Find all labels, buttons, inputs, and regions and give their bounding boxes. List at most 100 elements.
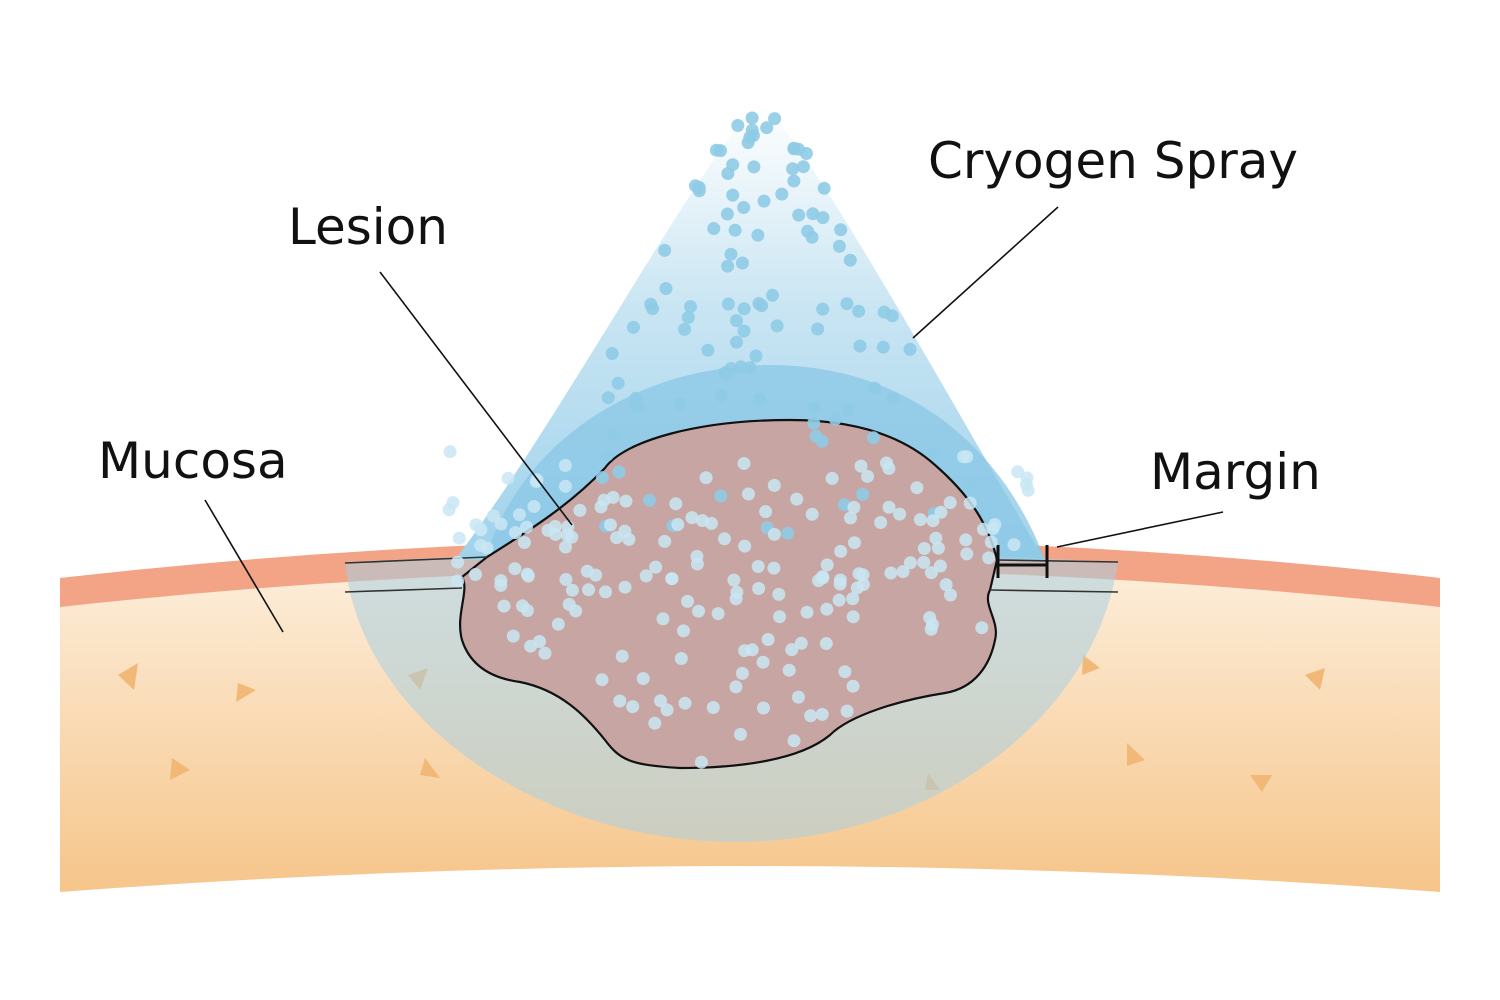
droplet (883, 501, 896, 514)
droplet (678, 323, 691, 336)
droplet (750, 350, 763, 363)
droplet (818, 182, 831, 195)
droplet (539, 647, 552, 660)
droplet (643, 494, 656, 507)
droplet (721, 167, 734, 180)
droplet (771, 319, 784, 332)
droplet (775, 188, 788, 201)
droplet (730, 336, 743, 349)
droplet (734, 728, 747, 741)
droplet (855, 460, 868, 473)
droplet (758, 195, 771, 208)
droplet (746, 112, 759, 125)
droplet (619, 495, 632, 508)
droplet (632, 400, 645, 413)
droplet (679, 697, 692, 710)
droplet (882, 462, 895, 475)
droplet (1008, 538, 1021, 551)
droplet (649, 561, 662, 574)
droplet (658, 244, 671, 257)
droplet (787, 175, 800, 188)
droplet (521, 568, 534, 581)
droplet (533, 635, 546, 648)
droplet (820, 603, 833, 616)
droplet (786, 162, 799, 175)
droplet (975, 621, 988, 634)
droplet (929, 532, 942, 545)
droplet (965, 478, 978, 491)
droplet (470, 518, 483, 531)
droplet (808, 401, 821, 414)
droplet (854, 340, 867, 353)
droplet (847, 610, 860, 623)
droplet (914, 513, 927, 526)
droplet (766, 289, 779, 302)
droplet (595, 500, 608, 513)
droplet (722, 298, 735, 311)
droplet (689, 179, 702, 192)
droplet (714, 144, 727, 157)
cryogen-spray-label: Cryogen Spray (928, 136, 1298, 186)
droplet (669, 497, 682, 510)
droplet (842, 403, 855, 416)
droplet (826, 472, 839, 485)
droplet (637, 672, 650, 685)
droplet (714, 490, 727, 503)
droplet (507, 630, 520, 643)
droplet (841, 705, 854, 718)
droplet (738, 540, 751, 553)
lesion-label: Lesion (288, 202, 448, 252)
droplet (674, 397, 687, 410)
droplet (573, 504, 586, 517)
droplet (721, 260, 734, 273)
droplet (959, 533, 972, 546)
droplet (528, 500, 541, 513)
droplet (559, 480, 572, 493)
droplet (772, 588, 785, 601)
droplet (856, 488, 869, 501)
droplet (502, 472, 515, 485)
droplet (753, 393, 766, 406)
droplet (767, 562, 780, 575)
droplet (746, 643, 759, 656)
droplet (675, 652, 688, 665)
droplet (520, 521, 533, 534)
droplet (616, 650, 629, 663)
margin-label: Margin (1150, 447, 1321, 497)
droplet (509, 526, 522, 539)
droplet (781, 527, 794, 540)
droplet (868, 382, 881, 395)
droplet (661, 703, 674, 716)
droplet (797, 160, 810, 173)
droplet (807, 417, 820, 430)
droplet (498, 600, 511, 613)
droplet (695, 756, 708, 769)
droplet (718, 532, 731, 545)
droplet (569, 605, 582, 618)
droplet (960, 547, 973, 560)
droplet (927, 514, 940, 527)
droplet (561, 529, 574, 542)
droplet (730, 586, 743, 599)
droplet (736, 667, 749, 680)
droplet (847, 501, 860, 514)
droplet (712, 607, 725, 620)
droplet (944, 496, 957, 509)
droplet (852, 305, 865, 318)
droplet (596, 471, 609, 484)
droplet (904, 343, 917, 356)
droplet (838, 665, 851, 678)
droplet (847, 680, 860, 693)
droplet (874, 516, 887, 529)
droplet (446, 496, 459, 509)
droplet (804, 709, 817, 722)
droplet (682, 311, 695, 324)
droplet (977, 523, 990, 536)
droplet (751, 229, 764, 242)
droplet (834, 574, 847, 587)
droplet (816, 571, 829, 584)
droplet (601, 448, 614, 461)
droplet (681, 595, 694, 608)
droplet (684, 300, 697, 313)
droplet (806, 207, 819, 220)
